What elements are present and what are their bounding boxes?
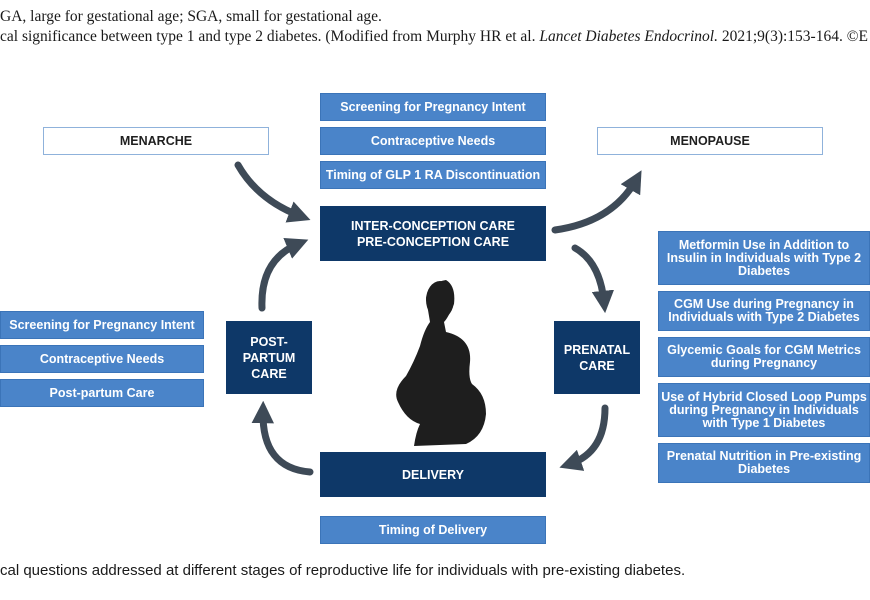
arrow-menarche-to-interconception <box>234 161 311 223</box>
right-question-prenatal-nutrition-line-1: Prenatal Nutrition in Pre-existing <box>666 449 862 463</box>
arrow-prenatal-to-delivery <box>559 404 609 471</box>
left-question-postpartum-care: Post-partum Care <box>0 379 204 407</box>
right-question-glycemic-goals: Glycemic Goals for CGM Metrics during Pr… <box>658 337 870 377</box>
right-question-hybrid-closed-loop-line-1: Use of Hybrid Closed Loop Pumps <box>661 389 867 404</box>
arrow-interconception-to-menopause <box>551 170 642 234</box>
left-question-pregnancy-intent: Screening for Pregnancy Intent <box>0 311 204 339</box>
top-question-pregnancy-intent: Screening for Pregnancy Intent <box>320 93 546 121</box>
stage-postpartum-label-2: PARTUM <box>242 350 296 365</box>
right-question-hybrid-closed-loop-line-2: during Pregnancy in Individuals <box>669 402 859 417</box>
right-question-metformin: Metformin Use in Addition to Insulin in … <box>658 231 870 285</box>
top-question-contraceptive-needs: Contraceptive Needs <box>320 127 546 155</box>
right-question-hybrid-closed-loop-line-3: with Type 1 Diabetes <box>702 415 826 430</box>
top-question-glp1-timing: Timing of GLP 1 RA Discontinuation <box>320 161 546 189</box>
right-question-cgm-use: CGM Use during Pregnancy in Individuals … <box>658 291 870 331</box>
header-line-1: GA, large for gestational age; SGA, smal… <box>0 8 382 25</box>
figure-caption: cal questions addressed at different sta… <box>0 562 686 579</box>
header-citation-suffix: 2021;9(3):153-164. ©E <box>717 28 868 45</box>
right-question-metformin-line-1: Metformin Use in Addition to <box>678 237 850 252</box>
stage-postpartum-care: POST- PARTUM CARE <box>226 321 312 394</box>
left-question-contraceptive-needs: Contraceptive Needs <box>0 345 204 373</box>
right-question-cgm-use-line-2: Individuals with Type 2 Diabetes <box>668 310 860 324</box>
arrow-interconception-to-prenatal <box>571 244 615 314</box>
right-question-glycemic-goals-line-2: during Pregnancy <box>710 356 818 370</box>
right-question-prenatal-nutrition: Prenatal Nutrition in Pre-existing Diabe… <box>658 443 870 483</box>
stage-menarche: MENARCHE <box>43 127 269 155</box>
stage-prenatal-label-2: CARE <box>579 358 615 373</box>
stage-interconception-label-1: INTER-CONCEPTION CARE <box>351 218 515 233</box>
right-question-metformin-line-3: Diabetes <box>737 263 791 278</box>
stage-interconception-care: INTER-CONCEPTION CARE PRE-CONCEPTION CAR… <box>320 206 546 261</box>
arrow-delivery-to-postpartum <box>251 400 314 476</box>
right-question-cgm-use-line-1: CGM Use during Pregnancy in <box>674 297 854 311</box>
header-citation-prefix: cal significance between type 1 and type… <box>0 28 540 45</box>
stage-prenatal-label-1: PRENATAL <box>563 342 631 357</box>
stage-interconception-label-2: PRE-CONCEPTION CARE <box>356 234 510 249</box>
header-line-2: cal significance between type 1 and type… <box>0 28 868 46</box>
right-question-hybrid-closed-loop: Use of Hybrid Closed Loop Pumps during P… <box>658 383 870 437</box>
stage-postpartum-label-1: POST- <box>250 334 288 349</box>
right-question-metformin-line-2: Insulin in Individuals with Type 2 <box>666 250 862 265</box>
right-question-prenatal-nutrition-line-2: Diabetes <box>737 462 791 476</box>
stage-delivery: DELIVERY <box>320 452 546 497</box>
arrow-postpartum-to-interconception <box>258 238 309 312</box>
stage-prenatal-care: PRENATAL CARE <box>554 321 640 394</box>
right-question-glycemic-goals-line-1: Glycemic Goals for CGM Metrics <box>667 343 861 357</box>
stage-menopause: MENOPAUSE <box>597 127 823 155</box>
stage-postpartum-label-3: CARE <box>251 366 287 381</box>
pregnant-woman-silhouette-icon <box>396 280 486 446</box>
header-journal-name: Lancet Diabetes Endocrinol. <box>539 28 718 45</box>
bottom-question-delivery-timing: Timing of Delivery <box>320 516 546 544</box>
